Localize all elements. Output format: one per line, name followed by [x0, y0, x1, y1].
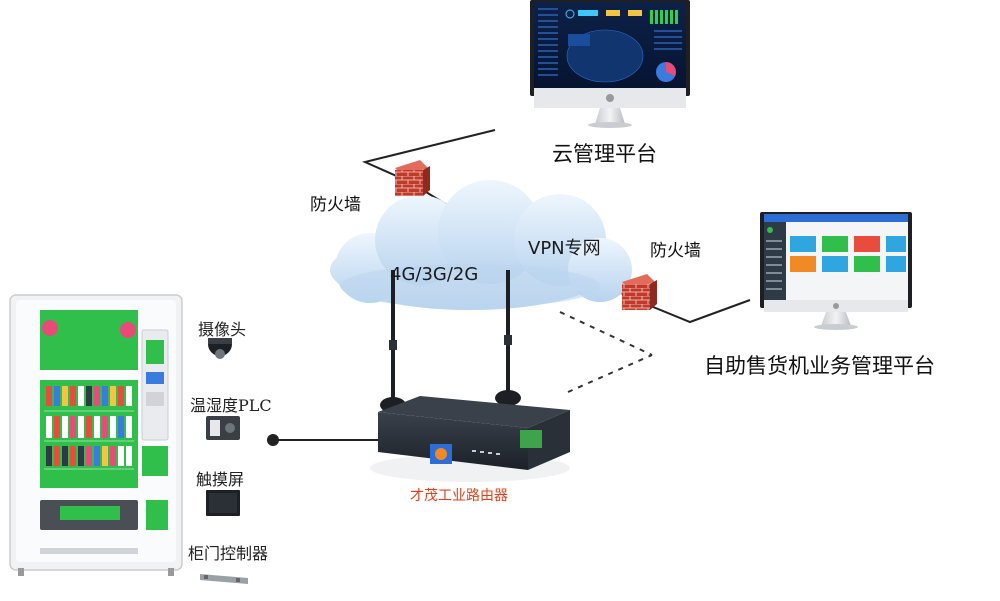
touchscreen-icon	[206, 490, 240, 516]
firewall-right-label: 防火墙	[650, 241, 701, 261]
router-label: 才茂工业路由器	[410, 488, 508, 504]
cloud-platform-monitor	[530, 0, 690, 128]
device-label-plc: 温湿度PLC	[190, 396, 272, 415]
link-firewall-vending-platform	[635, 299, 751, 324]
cloud-network	[330, 180, 632, 310]
dotted-link-lower	[567, 354, 653, 393]
network-types-label: 4G/3G/2G	[390, 264, 479, 285]
dome-camera-icon	[208, 338, 232, 359]
link-endpoint	[267, 434, 279, 446]
device-label-door-controller: 柜门控制器	[188, 544, 269, 563]
plc-module-icon	[206, 416, 240, 440]
router	[370, 270, 570, 482]
dotted-link-upper	[559, 311, 653, 356]
vpn-label: VPN专网	[528, 238, 601, 259]
firewall-top-label: 防火墙	[310, 195, 361, 215]
door-controller-icon	[200, 574, 248, 584]
firewall-right-icon	[622, 274, 657, 310]
vending-platform-label: 自助售货机业务管理平台	[704, 354, 935, 378]
vending-platform-monitor	[760, 212, 912, 330]
device-label-touchscreen: 触摸屏	[196, 470, 245, 489]
vending-machine	[9, 294, 183, 576]
device-label-camera: 摄像头	[198, 320, 247, 339]
firewall-top-icon	[395, 160, 430, 196]
cloud-platform-label: 云管理平台	[552, 142, 657, 166]
